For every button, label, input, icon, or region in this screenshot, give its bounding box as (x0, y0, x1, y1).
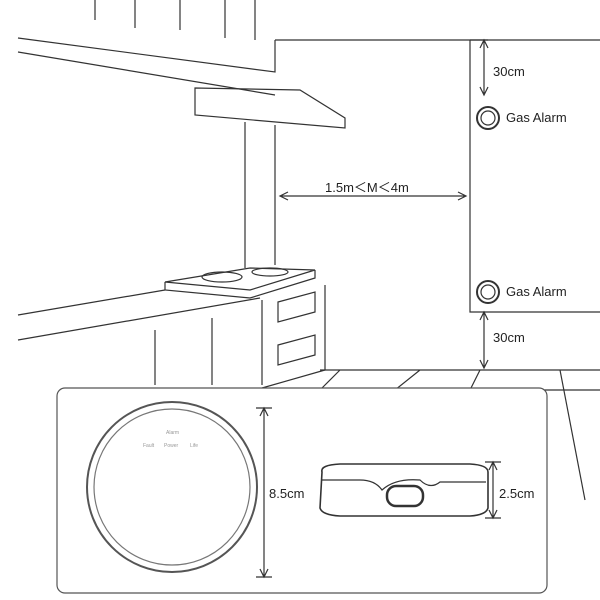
diameter-arrow (256, 406, 272, 579)
thickness-label: 2.5cm (499, 486, 535, 501)
diameter-label: 8.5cm (269, 486, 305, 501)
thickness-arrow (485, 460, 501, 520)
device-front-outer (86, 401, 258, 573)
top-gap-label: 30cm (493, 64, 525, 79)
drawer-handles (277, 291, 316, 366)
wall-cabinets (94, 0, 256, 40)
wall-right (469, 39, 600, 313)
upper-shelf (17, 37, 600, 96)
detail-panel (56, 387, 548, 594)
indicator-life: Life (190, 443, 199, 449)
device-front-inner (93, 408, 251, 566)
gas-alarm-bottom-icon (476, 280, 500, 304)
device-side-port (385, 484, 425, 508)
distance-label: 1.5m＜M＜4m (325, 180, 409, 195)
top-dimension-arrow (479, 38, 489, 97)
bottom-gap-label: 30cm (493, 330, 525, 345)
counter (17, 285, 326, 389)
burner (201, 271, 243, 283)
device-side-seam (322, 479, 486, 491)
device-side (319, 463, 489, 517)
indicator-alarm: Alarm (166, 430, 180, 436)
chimney-duct (244, 122, 276, 268)
bottom-dimension-arrow (479, 310, 489, 370)
gas-alarm-bottom-label: Gas Alarm (506, 284, 567, 299)
gas-alarm-top-label: Gas Alarm (506, 110, 567, 125)
burner (251, 267, 289, 277)
distance-arrow (278, 191, 468, 201)
indicator-fault: Fault (143, 443, 155, 449)
range-hood (194, 87, 346, 129)
gas-alarm-top-icon (476, 106, 500, 130)
indicator-power: Power (164, 443, 179, 449)
stove (164, 267, 316, 299)
